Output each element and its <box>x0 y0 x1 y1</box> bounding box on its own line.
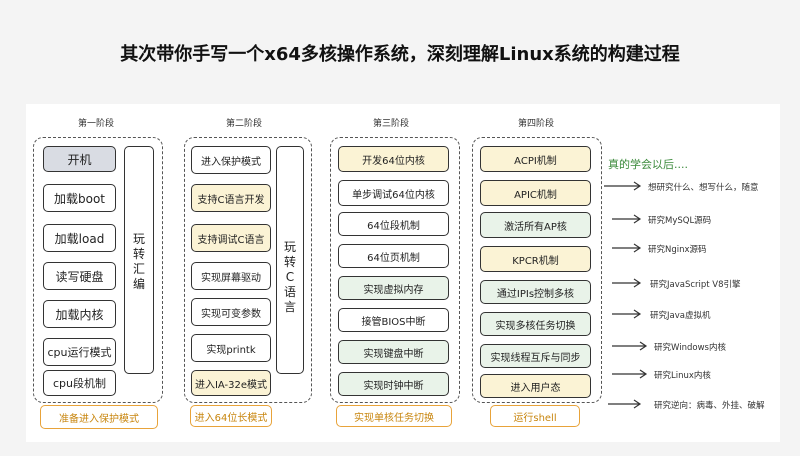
s2-item: 进入IA-32e模式 <box>191 370 271 396</box>
stage-2-group <box>184 137 312 403</box>
s4-item: 通过IPIs控制多核 <box>480 280 591 304</box>
page-title: 其次带你手写一个x64多核操作系统，深刻理解Linux系统的构建过程 <box>120 44 680 65</box>
result-item: 研究JavaScript V8引擎 <box>650 280 741 290</box>
s4-item: 实现多核任务切换 <box>480 312 591 336</box>
s2-item: 实现printk <box>191 334 271 362</box>
s1-item: 加载内核 <box>43 300 116 328</box>
s2-item: 支持调试C语言 <box>191 224 271 252</box>
stage-1-group <box>33 137 163 403</box>
stage-4-label: 第四阶段 <box>517 119 554 129</box>
stage-4-group <box>472 137 602 403</box>
s2-item: 支持C语言开发 <box>191 184 271 212</box>
s3-item: 64位段机制 <box>338 212 449 236</box>
s2-side-label: 玩转C语言 <box>283 240 296 314</box>
s3-item: 实现虚拟内存 <box>338 276 449 300</box>
s3-item: 实现时钟中断 <box>338 372 449 396</box>
s1-side-box <box>124 146 154 374</box>
s3-item: 开发64位内核 <box>338 146 449 172</box>
s4-item: 实现线程互斥与同步 <box>480 344 591 368</box>
s2-item: 实现可变参数 <box>191 298 271 326</box>
s3-item: 接管BIOS中断 <box>338 308 449 332</box>
s4-item: 激活所有AP核 <box>480 212 591 238</box>
s4-item: APIC机制 <box>480 180 591 206</box>
s3-item: 单步调试64位内核 <box>338 180 449 206</box>
stage-3-label: 第三阶段 <box>372 119 409 129</box>
result-item: 研究Nginx源码 <box>648 245 707 255</box>
s4-item: 进入用户态 <box>480 374 591 398</box>
s1-item: 开机 <box>43 146 116 172</box>
s3-item: 实现键盘中断 <box>338 340 449 364</box>
s2-footer: 进入64位长模式 <box>190 405 272 427</box>
stage-1-label: 第一阶段 <box>77 119 114 129</box>
result-item: 想研究什么、想写什么，随意 <box>648 183 759 193</box>
s1-item: cpu运行模式 <box>43 338 116 366</box>
result-item: 研究Java虚拟机 <box>650 311 711 321</box>
s3-item: 64位页机制 <box>338 244 449 268</box>
result-item: 研究MySQL源码 <box>648 216 712 226</box>
s1-side-label: 玩转汇编 <box>132 232 145 291</box>
s4-footer: 运行shell <box>490 405 580 427</box>
s2-side-box <box>276 146 304 374</box>
result-item: 研究Windows内核 <box>654 343 726 353</box>
s1-item: 加载boot <box>43 184 116 212</box>
s1-footer: 准备进入保护模式 <box>40 405 158 429</box>
s1-item: 加载load <box>43 224 116 252</box>
stage-2-label: 第二阶段 <box>225 119 262 129</box>
s4-item: KPCR机制 <box>480 246 591 272</box>
s4-item: ACPI机制 <box>480 146 591 172</box>
s2-item: 实现屏幕驱动 <box>191 262 271 290</box>
stage-3-group <box>330 137 460 403</box>
s1-item: cpu段机制 <box>43 370 116 396</box>
results-title: 真的学会以后.... <box>608 158 688 171</box>
result-item: 研究Linux内核 <box>654 371 711 381</box>
s3-footer: 实现单核任务切换 <box>336 405 452 427</box>
result-item: 研究逆向：病毒、外挂、破解 <box>654 401 765 411</box>
s2-item: 进入保护模式 <box>191 146 271 174</box>
s1-item: 读写硬盘 <box>43 262 116 290</box>
